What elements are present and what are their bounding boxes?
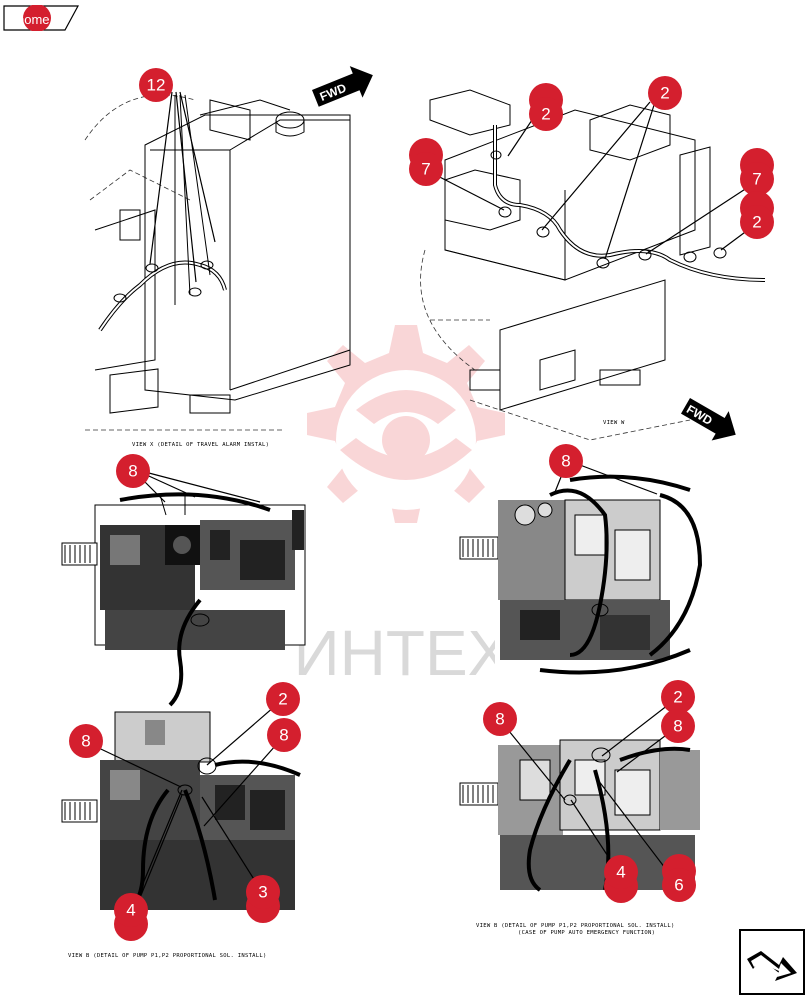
callout-8-bottom-right-b: 8 — [661, 709, 695, 743]
callout-8-bottom-left-a: 8 — [69, 724, 103, 758]
svg-text:8: 8 — [495, 710, 504, 729]
caption-view-x: VIEW X (DETAIL OF TRAVEL ALARM INSTAL) — [132, 442, 269, 448]
svg-text:2: 2 — [541, 105, 550, 124]
pump-photo-left-bottom — [61, 711, 305, 912]
callout-7-right: 7 — [740, 162, 774, 196]
svg-text:8: 8 — [673, 717, 682, 736]
callout-4-bottom-left: 4 — [114, 893, 148, 927]
svg-text:7: 7 — [752, 170, 761, 189]
fwd-arrow-top: FWD — [312, 66, 373, 107]
svg-text:8: 8 — [279, 726, 288, 745]
callout-2-bottom-right: 2 — [661, 680, 695, 714]
callout-2-right: 2 — [740, 205, 774, 239]
svg-text:4: 4 — [126, 901, 135, 920]
svg-text:2: 2 — [660, 84, 669, 103]
svg-text:2: 2 — [278, 690, 287, 709]
svg-text:6: 6 — [674, 876, 683, 895]
caption-view-b-left: VIEW B (DETAIL OF PUMP P1,P2 PROPORTIONA… — [68, 953, 267, 959]
callout-2-b: 2 — [648, 76, 682, 110]
caption-view-w: VIEW W — [603, 420, 625, 426]
home-tab-shape — [3, 4, 80, 32]
svg-text:4: 4 — [616, 863, 625, 882]
callout-8-mid-left: 8 — [116, 454, 150, 488]
callout-8-bottom-right-a: 8 — [483, 702, 517, 736]
next-page-arrow-icon — [739, 929, 805, 995]
home-label: home — [17, 12, 50, 27]
callout-8-mid-right: 8 — [549, 444, 583, 478]
svg-text:8: 8 — [81, 732, 90, 751]
view-travel-alarm-drawing — [84, 94, 351, 431]
next-page-button[interactable] — [739, 929, 805, 995]
callout-7-left: 7 — [409, 152, 443, 186]
watermark-text: ИНТЕХ — [294, 617, 511, 689]
svg-text:2: 2 — [752, 213, 761, 232]
svg-text:7: 7 — [421, 160, 430, 179]
watermark-gear-logo — [307, 325, 505, 523]
pump-photo-right-middle — [459, 474, 703, 685]
pump-photo-left-middle — [61, 492, 306, 707]
svg-text:8: 8 — [561, 452, 570, 471]
view-w-drawing — [420, 89, 766, 441]
svg-text:8: 8 — [128, 462, 137, 481]
svg-text:2: 2 — [673, 688, 682, 707]
caption-view-b-right-2: (CASE OF PUMP AUTO EMERGENCY FUNCTION) — [518, 930, 655, 936]
callout-8-bottom-left-b: 8 — [267, 718, 301, 752]
svg-text:12: 12 — [147, 76, 166, 95]
callout-2-bottom-left: 2 — [266, 682, 300, 716]
callout-4-bottom-right: 4 — [604, 855, 638, 889]
callout-2-a: 2 — [529, 97, 563, 131]
svg-text:3: 3 — [258, 883, 267, 902]
caption-view-b-right-1: VIEW B (DETAIL OF PUMP P1,P2 PROPORTIONA… — [476, 923, 675, 929]
home-button[interactable]: home — [3, 4, 80, 32]
callout-3-bottom-left: 3 — [246, 875, 280, 909]
callout-12: 12 — [139, 68, 173, 102]
callout-6-bottom-right: 6 — [662, 868, 696, 902]
